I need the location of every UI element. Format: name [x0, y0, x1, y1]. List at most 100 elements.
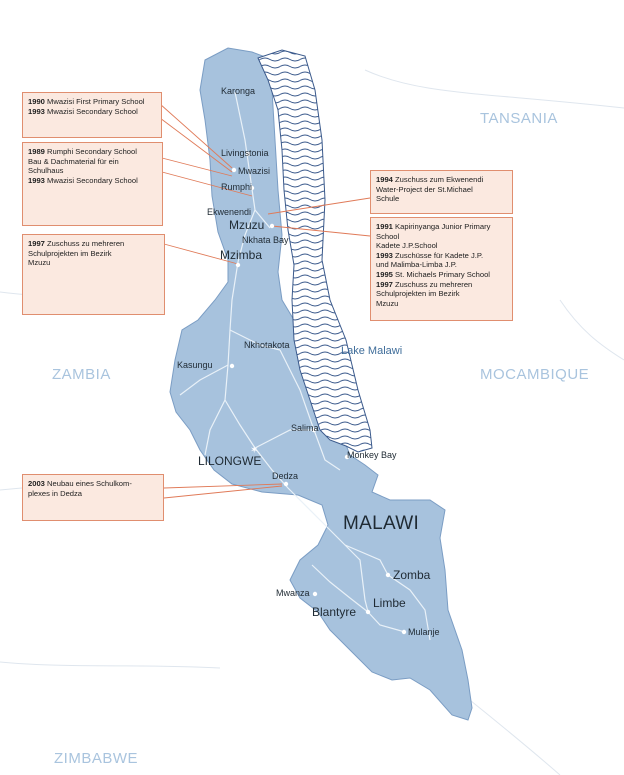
callout-year: 1997: [28, 239, 45, 248]
road: [367, 611, 406, 633]
city-dot: [283, 481, 289, 487]
border-line: [559, 299, 624, 361]
callout-line: Schulprojekten im Bezirk: [376, 289, 507, 299]
road: [254, 429, 314, 449]
leader-line: [161, 171, 253, 197]
callout-text: Mzuzu: [28, 258, 51, 268]
road: [234, 91, 271, 229]
leader-line: [159, 103, 233, 169]
callout-text: Zuschuss zum Ekwenendi: [395, 175, 484, 184]
callout-year: 1993: [28, 175, 45, 185]
callout-year: 1994: [376, 175, 393, 184]
callout-text: St. Michaels Primary School: [395, 269, 490, 279]
callout-dedza: 2003 Neubau eines Schulkom- plexes in De…: [22, 474, 164, 521]
city-label-nkhata-bay: Nkhata Bay: [242, 235, 289, 245]
city-label-monkey-bay: Monkey Bay: [347, 450, 397, 460]
callout-text: Schule: [376, 194, 400, 204]
city-dots: [229, 151, 407, 635]
leader-lines: [159, 103, 371, 499]
country-label-zambia: ZAMBIA: [52, 366, 111, 383]
lake-label: Lake Malawi: [341, 345, 403, 357]
callout-line: 1997 Zuschuss zu mehreren: [376, 280, 507, 290]
city-label-livingstonia: Livingstonia: [221, 148, 269, 158]
callout-year: 1991: [376, 222, 393, 231]
callout-line: Schulhaus: [28, 166, 157, 176]
lake-malawi: [257, 49, 373, 453]
city-label-malawi: MALAWI: [343, 513, 420, 534]
callout-line: 1993 Mwazisi Secondary School: [28, 107, 156, 117]
city-label-rumphi: Rumphi: [221, 182, 253, 192]
country-label-zimbabwe: ZIMBABWE: [54, 750, 139, 767]
city-label-blantyre: Blantyre: [312, 605, 357, 619]
callout-text: Zuschuss zu mehreren: [395, 279, 473, 289]
callout-year: 1989: [28, 147, 45, 156]
callout-text: School: [376, 231, 400, 241]
callout-year: 1993: [28, 106, 45, 116]
callout-line: 2003 Neubau eines Schulkom-: [28, 479, 158, 489]
callout-line: plexes in Dedza: [28, 489, 158, 499]
city-dot: [235, 262, 241, 268]
callout-year: 1995: [376, 269, 393, 279]
city-dot: [269, 223, 275, 229]
leader-line: [161, 157, 233, 177]
city-label-limbe: Limbe: [373, 596, 406, 610]
callout-text: Water-Project der St.Michael: [376, 184, 473, 194]
callout-text: Mwazisi First Primary School: [47, 97, 145, 106]
callout-line: Bau & Dachmaterial für ein: [28, 157, 157, 167]
callout-line: 1993 Zuschüsse für Kadete J.P.: [376, 251, 507, 261]
callout-text: Bau & Dachmaterial für ein: [28, 156, 119, 166]
callout-year: 1993: [376, 250, 393, 260]
city-dot: [249, 185, 255, 191]
callout-line: Kadete J.P.School: [376, 241, 507, 251]
callout-line: 1990 Mwazisi First Primary School: [28, 97, 156, 107]
country-label-tansania: TANSANIA: [480, 110, 558, 127]
callout-text: Kapirinyanga Junior Primary: [395, 222, 491, 231]
callout-line: Mzuzu: [28, 258, 159, 268]
callout-mzuzu-district: 1997 Zuschuss zu mehreren Schulprojekten…: [22, 234, 165, 315]
callout-text: Schulhaus: [28, 166, 64, 176]
city-label-ekwenendi: Ekwenendi: [207, 207, 252, 217]
callout-text: Zuschüsse für Kadete J.P.: [395, 250, 484, 260]
city-dot: [312, 591, 318, 597]
callout-text: Mzuzu: [376, 298, 399, 308]
callout-ekwenendi: 1994 Zuschuss zum Ekwenendi Water-Projec…: [370, 170, 513, 214]
city-dot: [229, 363, 235, 369]
road: [179, 364, 229, 396]
callout-mwazisi: 1990 Mwazisi First Primary School 1993 M…: [22, 92, 162, 138]
leader-line: [271, 225, 371, 237]
callout-line: 1989 Rumphi Secondary School: [28, 147, 157, 157]
capital-star: ✶: [250, 445, 258, 456]
callout-line: Water-Project der St.Michael: [376, 185, 507, 195]
leader-line: [159, 117, 233, 173]
callout-text: Kadete J.P.School: [376, 241, 438, 251]
city-label-mzuzu: Mzuzu: [229, 218, 265, 232]
city-dot: [231, 167, 237, 173]
city-dot: [311, 427, 317, 433]
callout-line: 1993 Mwazisi Secondary School: [28, 176, 157, 186]
roads: [179, 91, 431, 641]
leader-line: [163, 485, 283, 499]
callout-line: 1995 St. Michaels Primary School: [376, 270, 507, 280]
city-dot: [365, 609, 371, 615]
callout-line: 1994 Zuschuss zum Ekwenendi: [376, 175, 507, 185]
callout-year: 1990: [28, 97, 45, 106]
callout-year: 2003: [28, 479, 45, 488]
city-label-zomba: Zomba: [393, 568, 431, 582]
callout-text: Schulprojekten im Bezirk: [376, 289, 460, 299]
callout-year: 1997: [376, 279, 393, 289]
callout-text: Mwazisi Secondary School: [47, 175, 138, 185]
road: [229, 209, 256, 331]
road: [204, 399, 226, 456]
city-dot: [401, 629, 407, 635]
city-label-mwazisi: Mwazisi: [238, 166, 271, 176]
road: [229, 329, 281, 351]
city-label-karonga: Karonga: [221, 86, 256, 96]
callout-line: 1991 Kapirinyanga Junior Primary: [376, 222, 507, 232]
city-dot: [385, 572, 391, 578]
callout-text: plexes in Dedza: [28, 488, 83, 498]
leader-line: [163, 483, 283, 489]
city-label-lilongwe: LILONGWE: [198, 454, 262, 468]
callout-rumphi: 1989 Rumphi Secondary School Bau & Dachm…: [22, 142, 163, 226]
callout-text: Schulprojekten im Bezirk: [28, 248, 112, 258]
